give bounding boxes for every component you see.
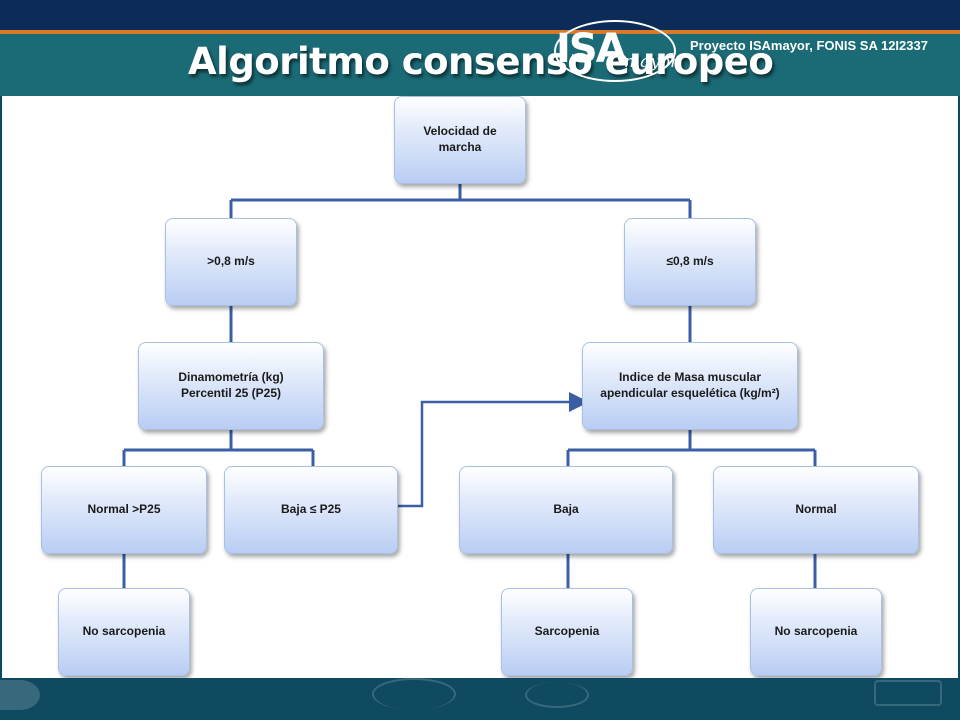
swoosh-logo-icon [525, 682, 589, 708]
header-band [0, 34, 960, 96]
arrow-grip-low-to-muscle-index [390, 392, 589, 508]
logo-sub-text: mayor [624, 52, 679, 72]
connector-lines [122, 184, 817, 588]
accent-stripe [0, 30, 960, 34]
isamayor-logo: ISA mayor [552, 18, 682, 88]
node-mass-normal: Normal [713, 466, 919, 554]
logo-ellipse-icon [554, 20, 676, 82]
node-speed-fast: >0,8 m/s [165, 218, 297, 306]
project-label: Proyecto ISAmayor, FONIS SA 12I2337 [690, 38, 928, 53]
node-outcome-no-sarcopenia-right: No sarcopenia [750, 588, 882, 676]
diagram-canvas: Velocidad de marcha >0,8 m/s ≤0,8 m/s Di… [2, 96, 958, 678]
slide-title: Algoritmo consenso europeo [188, 40, 774, 83]
node-gait-speed: Velocidad de marcha [394, 96, 526, 184]
node-muscle-mass-index: Indice de Masa muscular apendicular esqu… [582, 342, 798, 430]
footer-band [0, 678, 960, 720]
node-grip-normal: Normal >P25 [41, 466, 207, 554]
university-seal-icon [372, 678, 456, 710]
node-grip-low: Baja ≤ P25 [224, 466, 398, 554]
node-outcome-no-sarcopenia-left: No sarcopenia [58, 588, 190, 676]
connector-dynamometry-results [122, 430, 315, 466]
book-logo-icon [874, 680, 942, 706]
node-mass-low: Baja [459, 466, 673, 554]
connector-muscle-index-results [566, 430, 817, 466]
node-dynamometry: Dinamometría (kg) Percentil 25 (P25) [138, 342, 324, 430]
watermark-left-icon [0, 680, 40, 710]
node-speed-slow: ≤0,8 m/s [624, 218, 756, 306]
node-outcome-sarcopenia: Sarcopenia [501, 588, 633, 676]
logo-main-text: ISA [556, 26, 627, 72]
top-bar [0, 0, 960, 30]
connector-root-branches [229, 184, 692, 218]
